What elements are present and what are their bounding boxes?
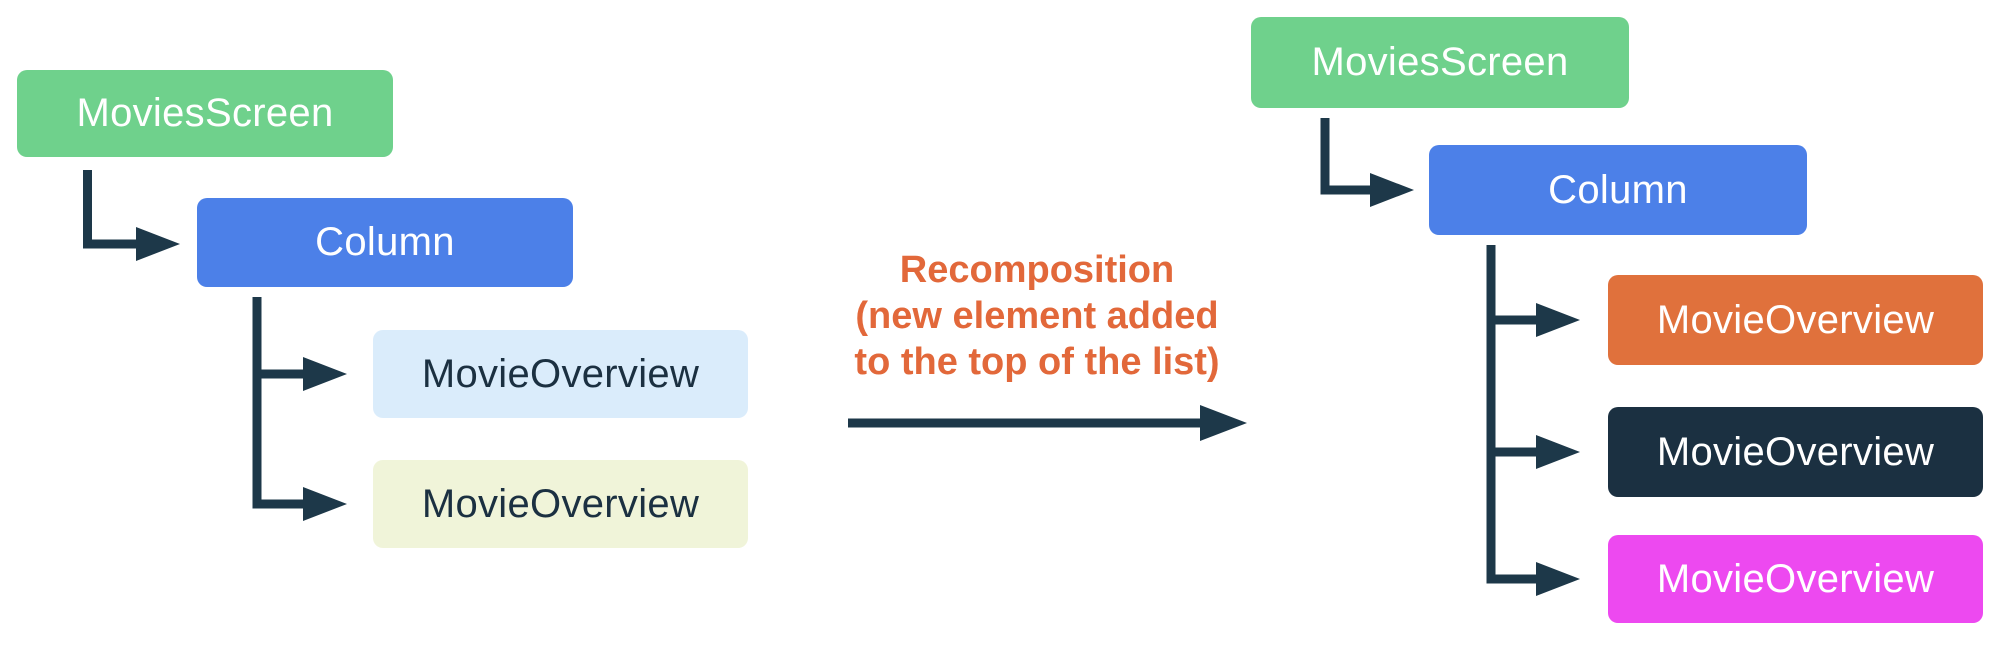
arrowhead-icon — [1200, 405, 1247, 441]
connector-right-root-to-column — [1320, 118, 1374, 195]
left-node-movieoverview-1: MovieOverview — [373, 330, 748, 418]
recomposition-caption: Recomposition (new element added to the … — [837, 247, 1237, 385]
connector-left-column-trunk — [252, 297, 307, 509]
right-node-movieoverview-1: MovieOverview — [1608, 275, 1983, 365]
left-node-moviesscreen: MoviesScreen — [17, 70, 393, 157]
arrowhead-icon — [303, 487, 347, 521]
right-node-movieoverview-3: MovieOverview — [1608, 535, 1983, 623]
caption-line-1: Recomposition — [899, 249, 1175, 291]
arrowhead-icon — [1536, 435, 1580, 469]
arrowhead-icon — [1536, 562, 1580, 596]
right-node-column: Column — [1429, 145, 1807, 235]
arrowhead-icon — [136, 227, 180, 261]
arrowhead-icon — [1536, 303, 1580, 337]
connector-left-root-to-column — [83, 170, 140, 249]
arrowhead-icon — [1370, 173, 1414, 207]
arrowhead-icon — [303, 357, 347, 391]
right-node-moviesscreen: MoviesScreen — [1251, 17, 1629, 108]
caption-line-3: to the top of the list) — [854, 341, 1220, 383]
right-node-movieoverview-2: MovieOverview — [1608, 407, 1983, 497]
left-node-movieoverview-2: MovieOverview — [373, 460, 748, 548]
connector-right-column-trunk — [1486, 245, 1540, 584]
left-node-column: Column — [197, 198, 573, 287]
caption-line-2: (new element added — [855, 295, 1219, 337]
